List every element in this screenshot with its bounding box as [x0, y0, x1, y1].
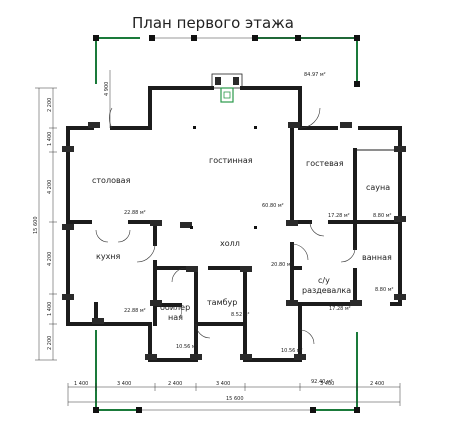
dim-bottom-5: 3 400: [320, 381, 334, 387]
area-corridor: 10.56 м²: [281, 348, 303, 354]
dim-bottom-1: 1 400: [74, 381, 88, 387]
area-kitchen: 22.88 м²: [124, 308, 146, 314]
room-sauna-label: сауна: [366, 183, 390, 192]
room-hall-label: холл: [220, 239, 240, 248]
room-dining-label: столовая: [92, 176, 131, 185]
room-living-label: гостинная: [209, 156, 253, 165]
dim-left-5: 1 400: [47, 302, 53, 316]
dim-bottom-total: 15 600: [226, 396, 244, 402]
fireplace: [211, 73, 243, 103]
dim-bottom-2: 3 400: [117, 381, 131, 387]
room-wc-label: с/у: [318, 276, 330, 285]
area-boiler: 10.56 м²: [176, 344, 198, 350]
room-bathroom-label: ванная: [362, 253, 392, 262]
area-guest: 17.28 м²: [328, 213, 350, 219]
dim-bottom-3: 2 400: [168, 381, 182, 387]
terrace-outline: [93, 35, 360, 87]
room-guest-label: гостевая: [306, 159, 344, 168]
dim-left-total: 15 600: [33, 217, 39, 235]
area-vestibule: 8.52 м²: [231, 312, 250, 318]
interior-walls: [66, 126, 402, 326]
area-porch: 92.40 м²: [311, 379, 333, 385]
dim-left-4: 4 200: [47, 252, 53, 266]
porch-outline: [93, 330, 360, 413]
area-dining: 22.88 м²: [124, 210, 146, 216]
left-dimensions: [35, 70, 111, 361]
room-boiler-label-1: бойлер: [160, 303, 190, 312]
area-bathroom: 8.80 м²: [375, 287, 394, 293]
terrace-area: 84.97 м²: [304, 72, 326, 78]
doors: [95, 107, 356, 345]
dim-left-3: 4 200: [47, 180, 53, 194]
dim-bottom-6: 2 400: [370, 381, 384, 387]
dim-left-2: 1 400: [47, 132, 53, 146]
dim-left-1: 2 200: [47, 98, 53, 112]
bottom-dimensions: [67, 383, 401, 406]
dim-left-6: 2 200: [47, 336, 53, 350]
dim-bottom-4: 3 400: [216, 381, 230, 387]
log-ends: [62, 122, 406, 360]
room-dressing-label: раздевалка: [302, 286, 351, 295]
plan-title: План первого этажа: [132, 14, 294, 32]
area-living: 60.80 м²: [262, 203, 284, 209]
area-wc: 17.28 м²: [329, 306, 351, 312]
room-boiler-label-2: ная: [168, 313, 183, 322]
area-sauna: 8.80 м²: [373, 213, 392, 219]
room-kitchen-label: кухня: [96, 252, 121, 261]
dim-terrace-depth: 4 900: [104, 82, 110, 96]
room-vestibule-label: тамбур: [207, 298, 237, 307]
living-columns: [190, 126, 257, 229]
area-hall: 20.80 м²: [271, 262, 293, 268]
